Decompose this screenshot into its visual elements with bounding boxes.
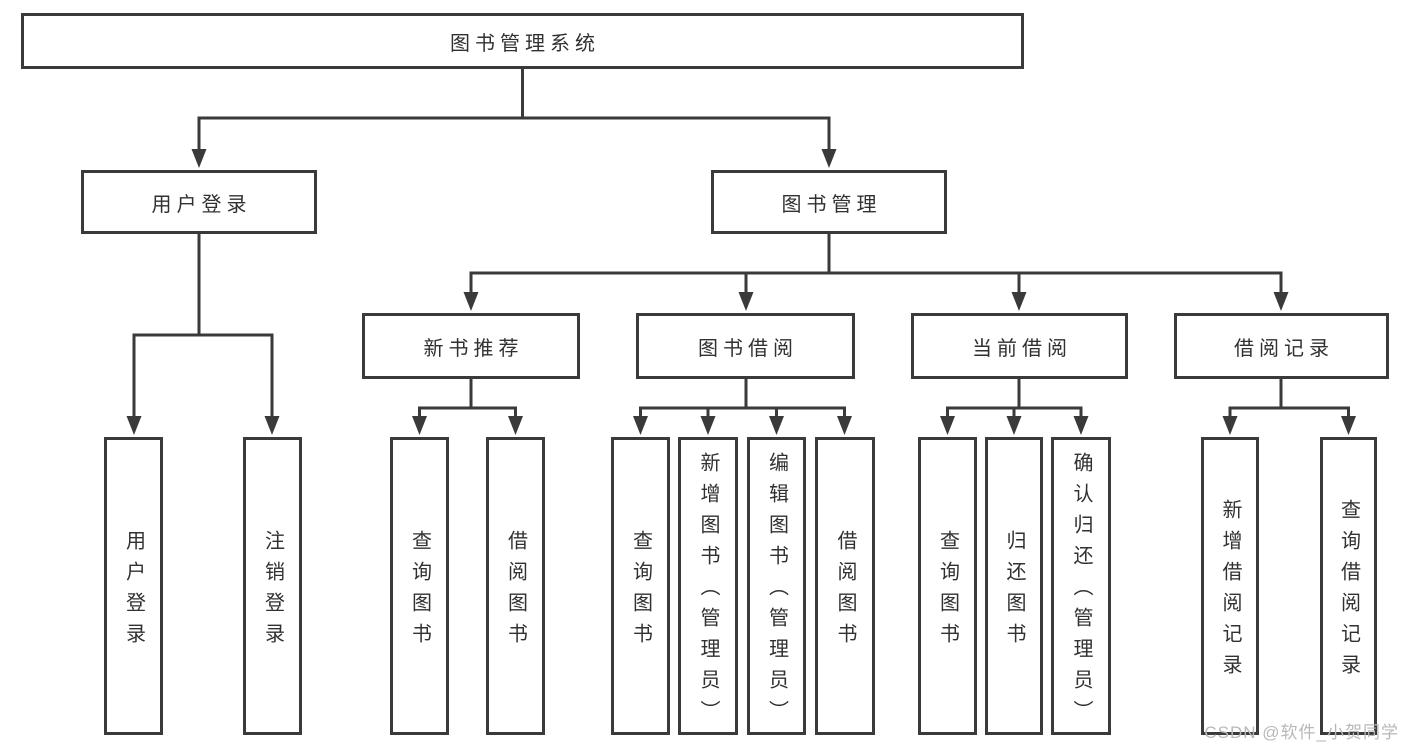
arrow-down-icon	[264, 416, 280, 435]
leaf-add-books-admin: 新增图书（管理员）	[678, 437, 738, 735]
leaf-logout: 注销登录	[243, 437, 302, 735]
node-book-borrow: 图书借阅	[636, 313, 855, 379]
arrow-down-icon	[1341, 416, 1356, 435]
leaf-query-books-1-label: 查询图书	[408, 529, 431, 654]
leaf-query-books-3: 查询图书	[918, 437, 977, 735]
arrow-down-icon	[837, 416, 852, 435]
arrow-down-icon	[769, 416, 784, 435]
arrow-down-icon	[1011, 292, 1027, 311]
leaf-add-borrow-record-label: 新增借阅记录	[1219, 498, 1241, 685]
arrow-down-icon	[633, 416, 648, 435]
leaf-logout-label: 注销登录	[261, 529, 284, 654]
node-book-borrow-label: 图书借阅	[698, 337, 798, 360]
leaf-edit-books-admin-label: 编辑图书（管理员）	[765, 452, 788, 731]
node-user-login-label: 用户登录	[151, 193, 252, 216]
connector-bookborrow-rail	[639, 406, 846, 421]
leaf-borrow-books-2: 借阅图书	[815, 437, 875, 735]
arrow-down-icon	[821, 149, 837, 168]
connector-level2-rail	[197, 116, 831, 153]
leaf-query-borrow-record-label: 查询借阅记录	[1337, 498, 1360, 685]
node-borrow-records: 借阅记录	[1174, 313, 1389, 379]
leaf-borrow-books-1: 借阅图书	[486, 437, 545, 735]
leaf-return-books: 归还图书	[985, 437, 1043, 735]
csdn-watermark: CSDN @软件_小贺同学	[1204, 723, 1399, 742]
leaf-borrow-books-1-label: 借阅图书	[504, 529, 527, 654]
connector-records-rail	[1228, 406, 1350, 421]
arrow-down-icon	[1073, 416, 1089, 435]
node-book-management-label: 图书管理	[781, 193, 882, 216]
leaf-confirm-return-admin: 确认归还（管理员）	[1051, 437, 1111, 735]
leaf-return-books-label: 归还图书	[1003, 529, 1025, 654]
leaf-user-login: 用户登录	[104, 437, 163, 735]
arrow-down-icon	[738, 292, 754, 311]
node-book-management: 图书管理	[711, 170, 947, 234]
leaf-query-books-2-label: 查询图书	[629, 529, 652, 654]
arrow-down-icon	[940, 416, 955, 435]
leaf-confirm-return-admin-label: 确认归还（管理员）	[1070, 452, 1092, 731]
arrow-down-icon	[1006, 416, 1022, 435]
leaf-query-books-3-label: 查询图书	[936, 529, 959, 654]
arrow-down-icon	[412, 416, 427, 435]
node-user-login: 用户登录	[81, 170, 317, 234]
node-root: 图书管理系统	[21, 13, 1024, 69]
leaf-edit-books-admin: 编辑图书（管理员）	[747, 437, 806, 735]
connector-currentborrow-rail	[946, 406, 1083, 421]
node-borrow-records-label: 借阅记录	[1234, 337, 1334, 360]
node-root-label: 图书管理系统	[450, 32, 600, 55]
node-new-book-recommend-label: 新书推荐	[423, 337, 524, 360]
arrow-down-icon	[508, 416, 523, 435]
connector-userlogin-rail	[132, 333, 274, 421]
node-current-borrow-label: 当前借阅	[972, 337, 1072, 360]
node-new-book-recommend: 新书推荐	[362, 313, 580, 379]
leaf-add-borrow-record: 新增借阅记录	[1201, 437, 1259, 735]
leaf-borrow-books-2-label: 借阅图书	[834, 529, 856, 654]
connector-newbook-rail	[418, 406, 517, 421]
leaf-query-borrow-record: 查询借阅记录	[1320, 437, 1377, 735]
arrow-down-icon	[700, 416, 716, 435]
connector-level3-rail	[469, 271, 1283, 294]
arrow-down-icon	[463, 292, 479, 311]
leaf-query-books-2: 查询图书	[611, 437, 670, 735]
arrow-down-icon	[126, 416, 142, 435]
leaf-user-login-label: 用户登录	[122, 529, 145, 654]
arrow-down-icon	[1222, 416, 1238, 435]
node-current-borrow: 当前借阅	[911, 313, 1128, 379]
arrow-down-icon	[191, 149, 207, 168]
leaf-query-books-1: 查询图书	[390, 437, 449, 735]
leaf-add-books-admin-label: 新增图书（管理员）	[697, 452, 719, 731]
arrow-down-icon	[1273, 292, 1289, 311]
